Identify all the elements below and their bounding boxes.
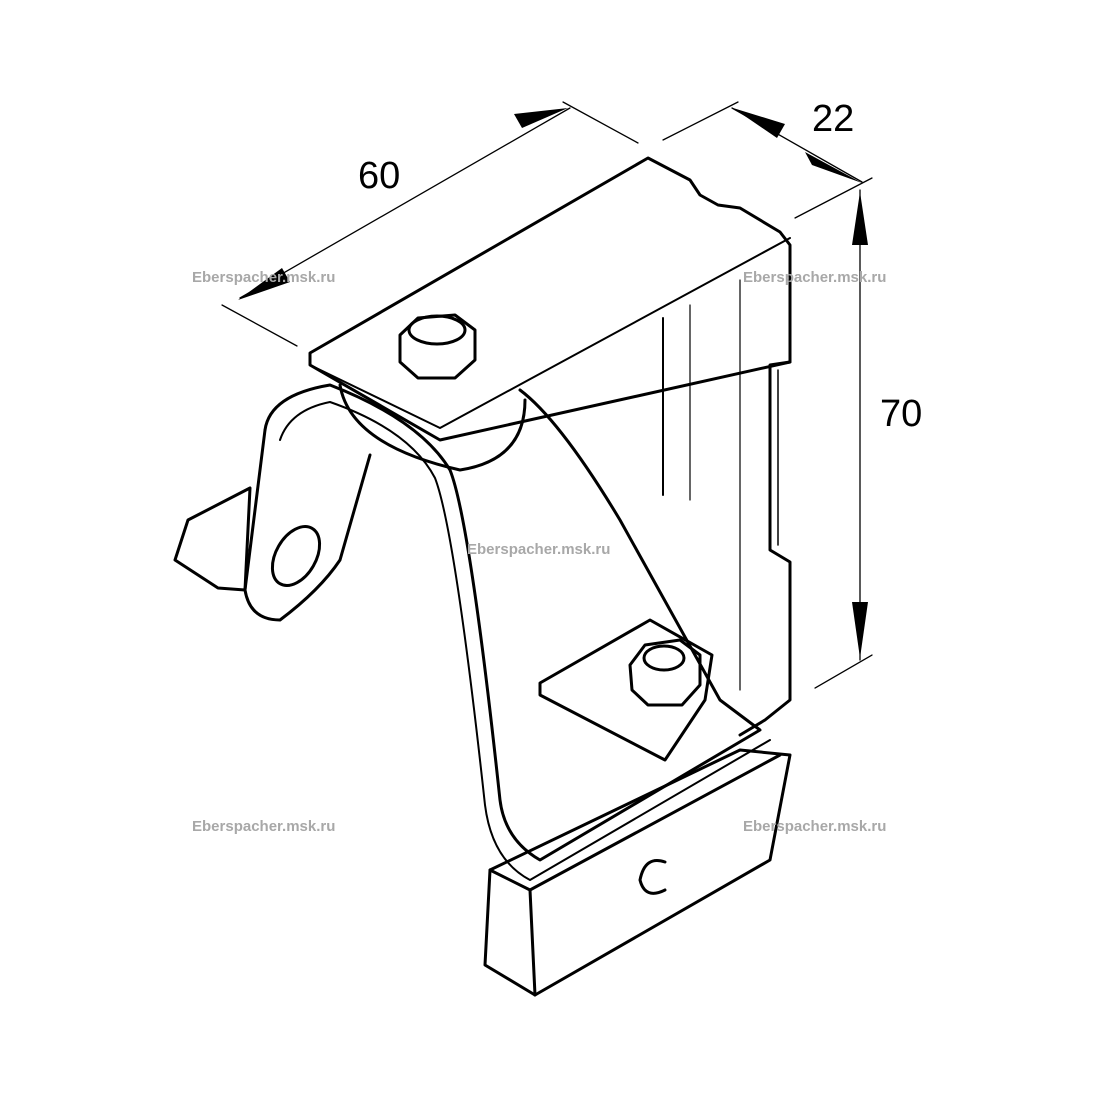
- dimension-arrows: [238, 108, 868, 658]
- dimension-height-label: 70: [880, 393, 923, 435]
- watermark: Eberspacher.msk.ru: [743, 818, 887, 835]
- watermark: Eberspacher.msk.ru: [467, 541, 611, 558]
- top-nut: [398, 313, 477, 380]
- watermark: Eberspacher.msk.ru: [192, 269, 336, 286]
- bottom-nut: [628, 638, 702, 707]
- dimension-width-label: 22: [812, 98, 855, 140]
- bracket-body: [173, 156, 792, 997]
- watermark: Eberspacher.msk.ru: [743, 269, 887, 286]
- watermark: Eberspacher.msk.ru: [192, 818, 336, 835]
- dimension-lines: [221, 101, 873, 689]
- dimension-length-label: 60: [358, 155, 401, 197]
